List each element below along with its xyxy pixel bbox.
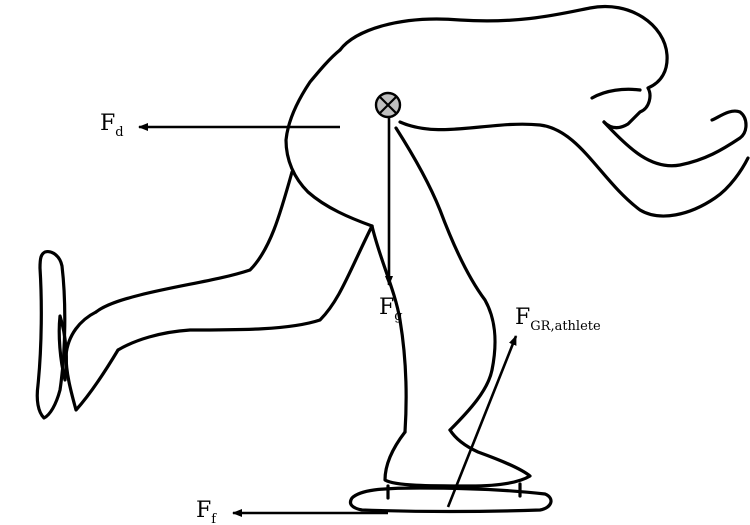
ground-reaction-force-subscript: GR,athlete [530,319,600,334]
skater-arm-lower [400,122,748,216]
skater-back-thigh-bottom [118,226,372,350]
gravity-force-subscript: g [394,309,402,324]
gravity-force-symbol: F [379,295,394,320]
drag-force-label: Fd [100,113,124,135]
skater-front-boot [385,430,530,486]
friction-force-subscript: f [211,512,216,525]
center-of-mass-marker [376,93,400,117]
drag-force-subscript: d [115,125,123,140]
skater-back [286,50,372,226]
ground-reaction-force-label: FGR,athlete [515,307,601,329]
skater-face [592,89,640,98]
skater-back-thigh-top [96,172,292,312]
friction-force-label: Ff [196,500,216,522]
drag-force-symbol: F [100,111,115,136]
skater-back-boot [66,312,118,410]
skater-arm-front [604,111,746,166]
skater-front-leg [396,128,495,430]
friction-force-symbol: F [196,498,211,523]
gravity-force-label: Fg [379,297,403,319]
skater-figure [37,6,748,511]
ground-reaction-force-symbol: F [515,305,530,330]
